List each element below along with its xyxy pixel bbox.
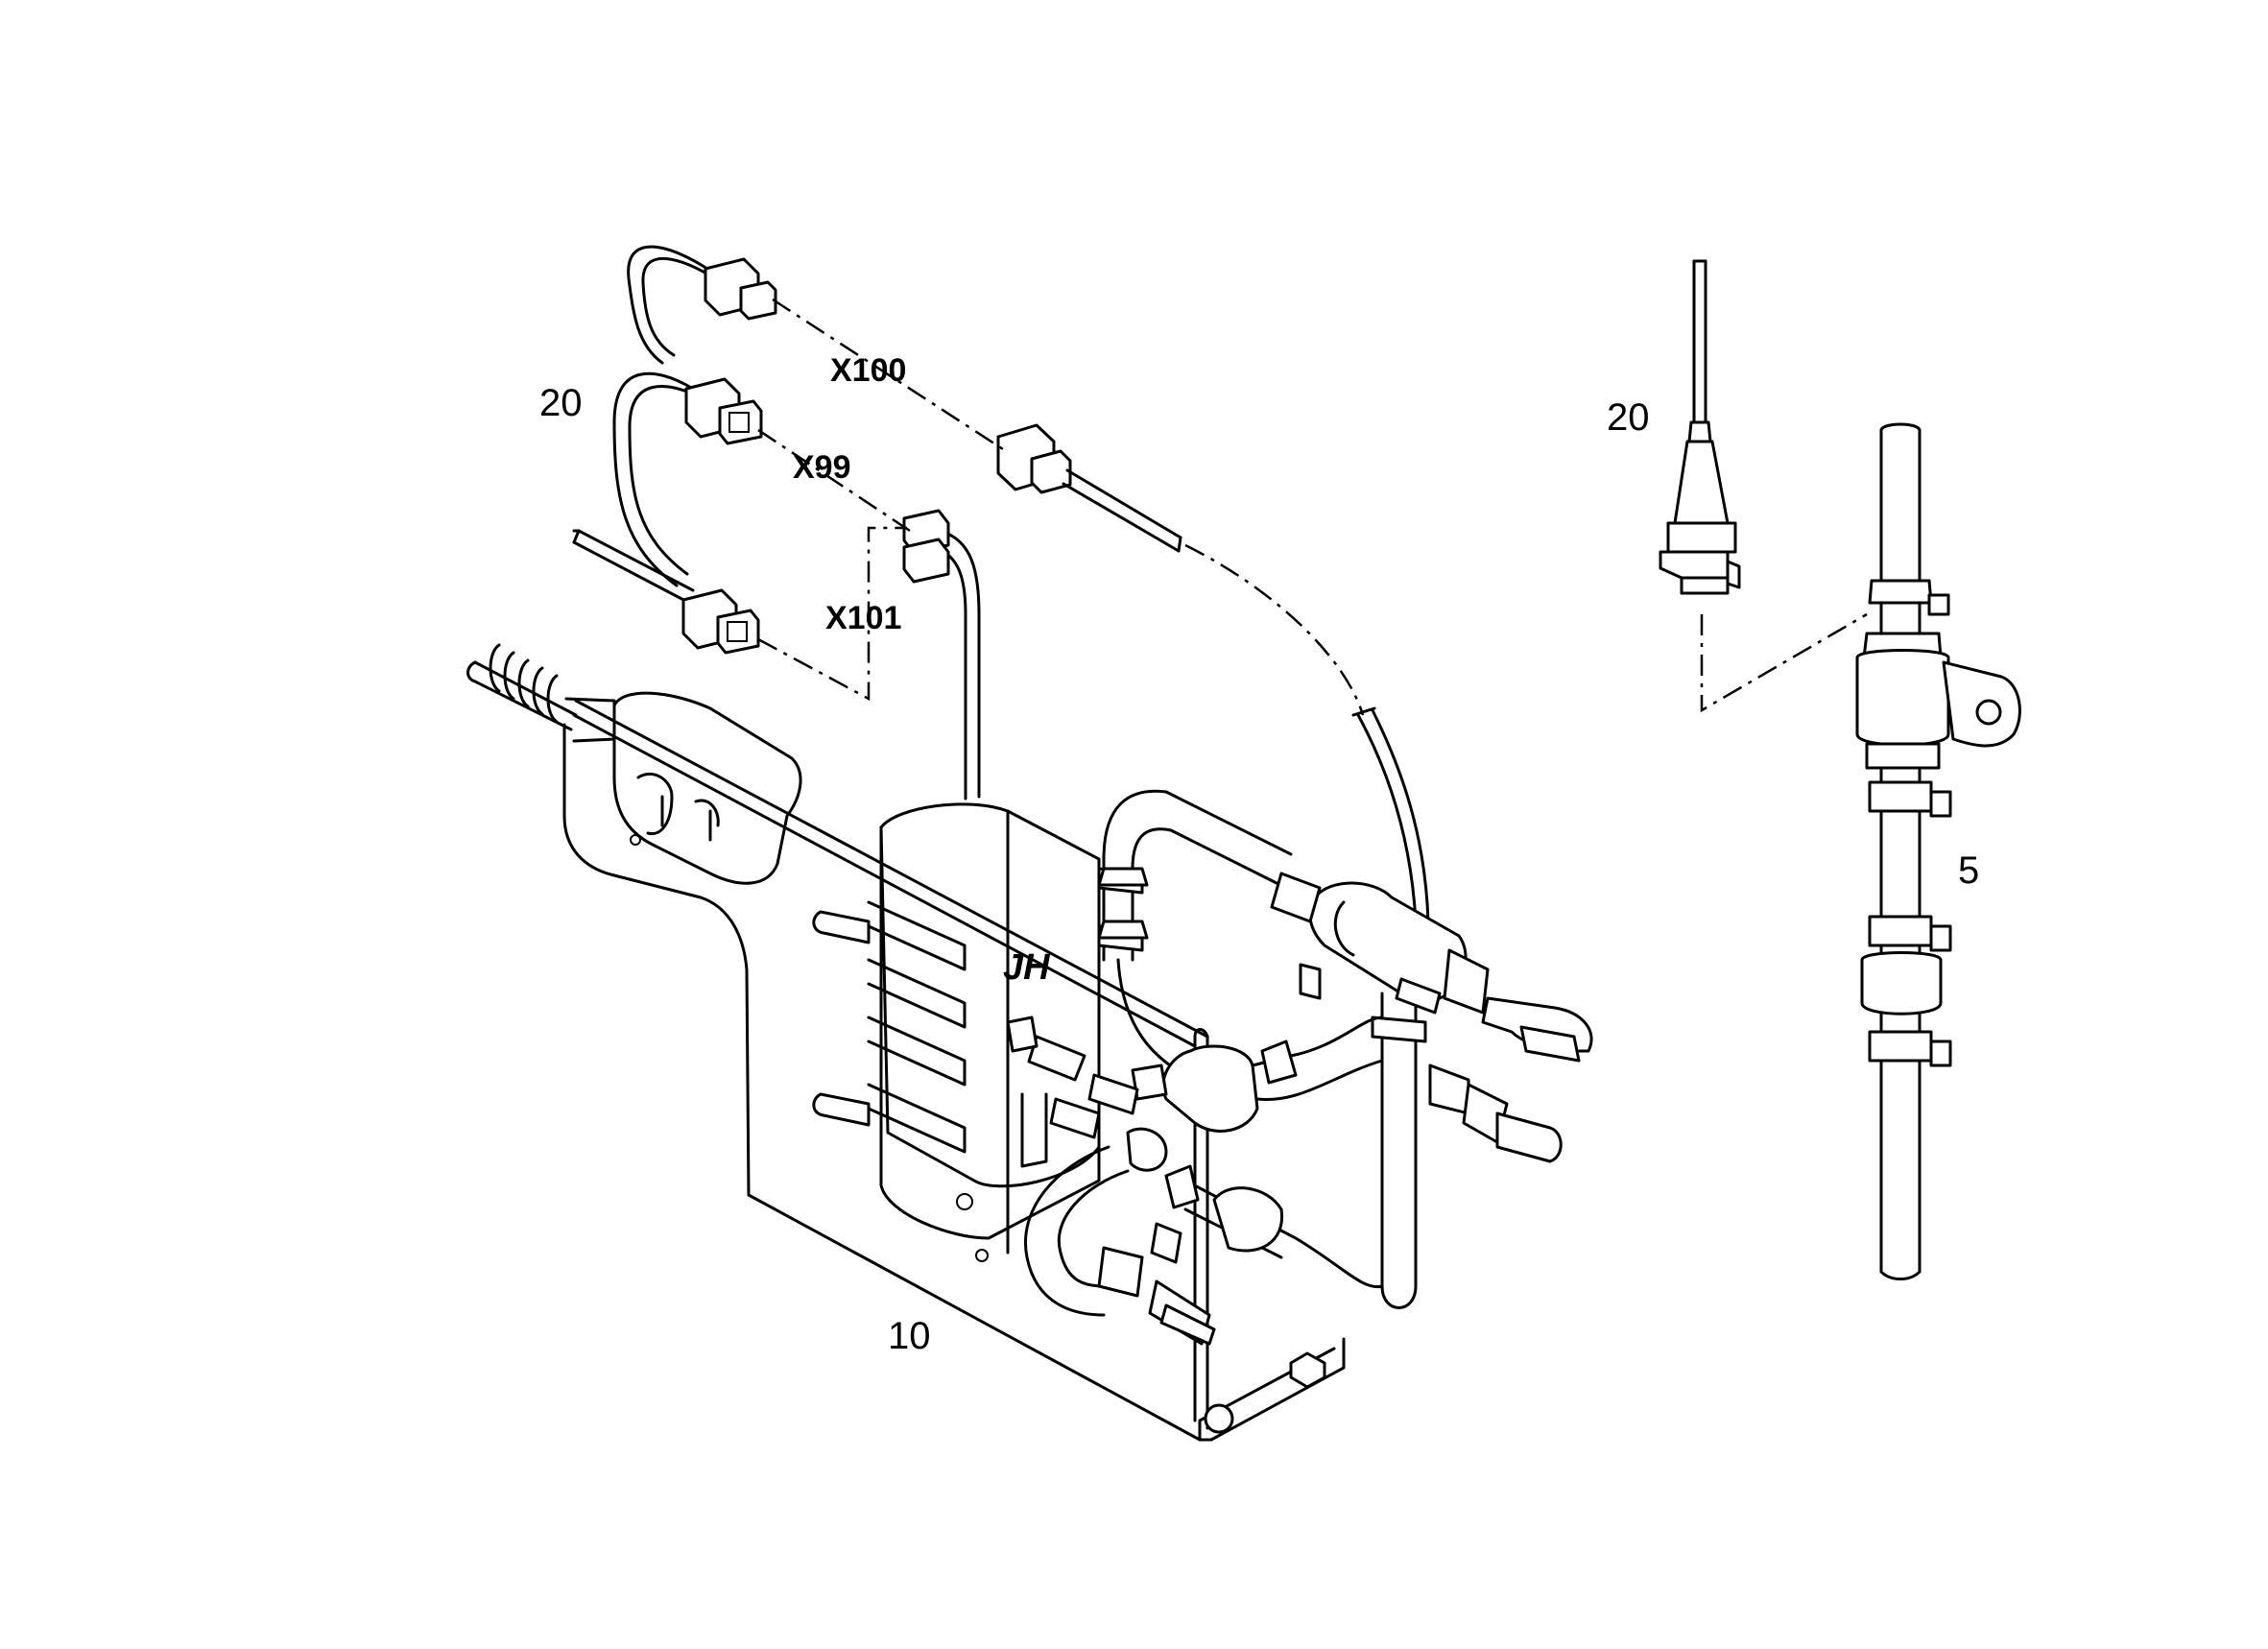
wiring-harness-right xyxy=(1659,259,1741,595)
label-coolant-pipe: 5 xyxy=(1958,849,1979,892)
connector-x100-harness xyxy=(704,257,777,321)
label-connector-x99: X99 xyxy=(793,449,851,486)
label-harness-right: 20 xyxy=(1607,396,1650,439)
water-pump xyxy=(1270,872,1593,1063)
heater-logo: JH xyxy=(1003,947,1051,988)
combustion-air-hose xyxy=(466,643,616,743)
connector-x101-harness xyxy=(681,588,760,655)
connector-x100-heater xyxy=(996,423,1182,553)
coolant-pipe-sensor xyxy=(1855,422,2021,1280)
leader-lines xyxy=(757,298,1868,716)
burner-housing xyxy=(612,691,802,885)
label-heater-unit: 10 xyxy=(888,1315,931,1357)
hose-clamps xyxy=(1097,867,1442,1015)
outlet-fitting xyxy=(1428,1063,1563,1163)
label-harness-left: 20 xyxy=(539,382,583,424)
coolant-pipe-lower xyxy=(1024,1145,1384,1346)
coolant-pipe-vertical xyxy=(1371,987,1427,1309)
wiring-harness-left xyxy=(572,245,981,801)
connector-x101-heater xyxy=(902,509,950,584)
label-connector-x100: X100 xyxy=(830,352,906,389)
connector-x99-harness xyxy=(684,377,763,445)
heat-exchanger-body: JH xyxy=(812,802,1101,1262)
label-connector-x101: X101 xyxy=(825,600,901,636)
tee-cluster xyxy=(1006,1016,1384,1172)
sensor-lead xyxy=(1351,706,1430,923)
heater-unit: JH xyxy=(466,643,1593,1442)
